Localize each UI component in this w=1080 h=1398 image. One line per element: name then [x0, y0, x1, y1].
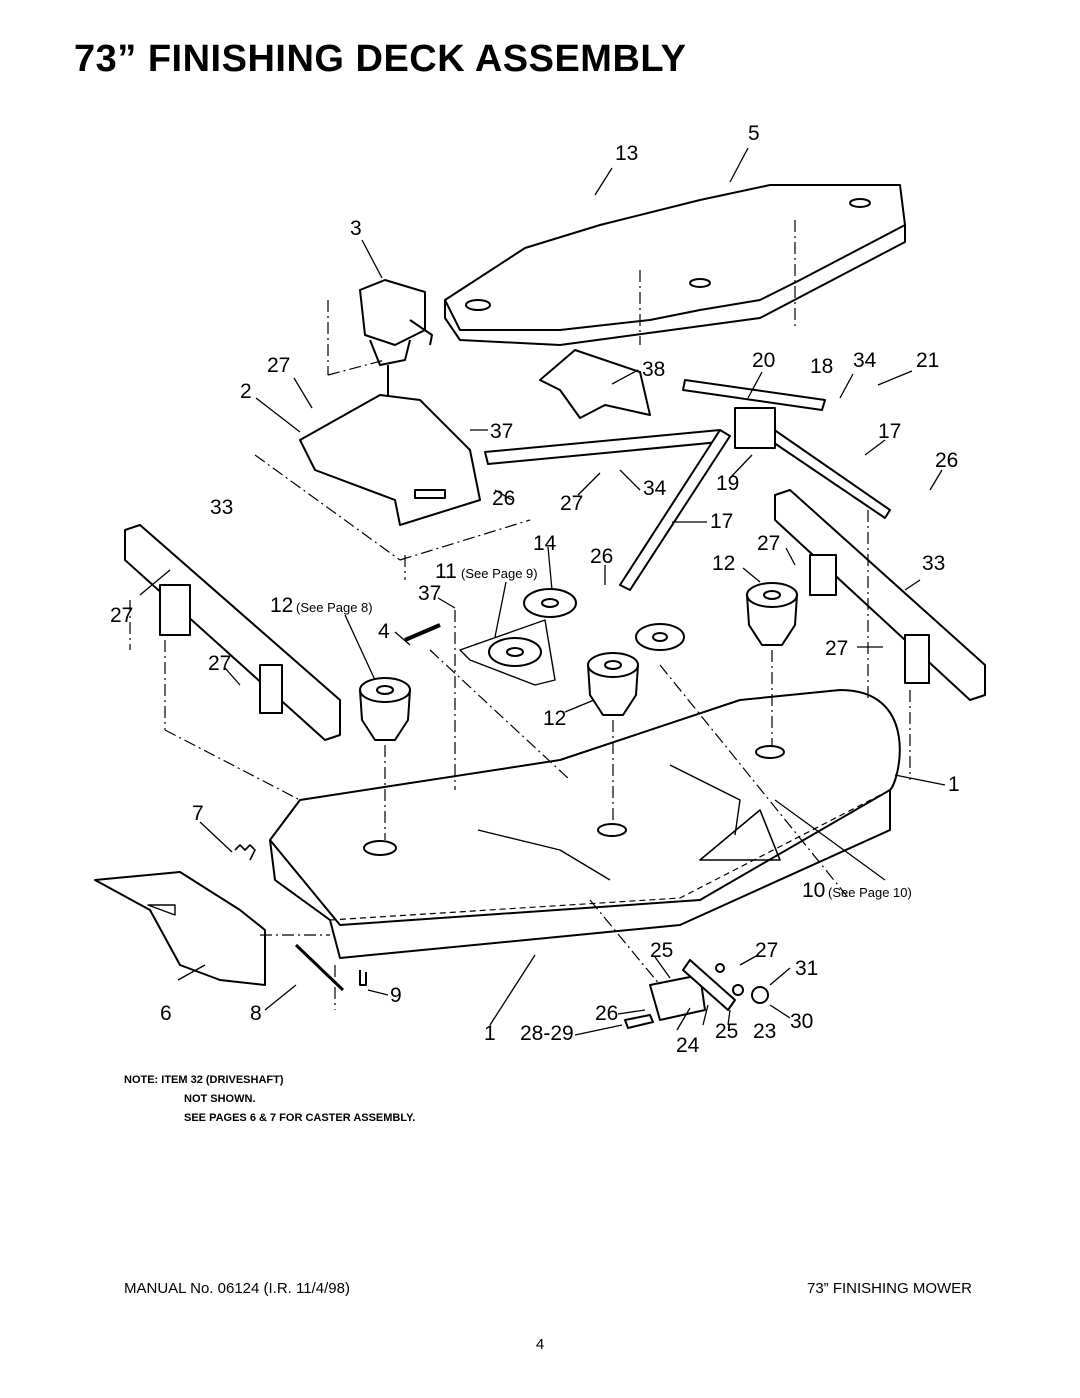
callout-25-a: 25 — [650, 939, 673, 962]
callout-26-c: 26 — [590, 545, 613, 568]
gearbox — [359, 279, 433, 400]
spindle-center — [587, 652, 639, 716]
callout-37-b: 37 — [418, 582, 441, 605]
callout-26-a: 26 — [935, 449, 958, 472]
callout-27-b: 27 — [560, 492, 583, 515]
callout-4: 4 — [378, 620, 390, 643]
callout-2: 2 — [240, 380, 252, 403]
callout-34-b: 34 — [643, 477, 667, 500]
hairpin — [359, 970, 367, 986]
exploded-diagram: 13 5 3 27 2 38 20 18 34 21 37 17 26 19 2… — [94, 122, 986, 1057]
page-number: 4 — [535, 1336, 545, 1353]
gearbox-bracket — [299, 394, 481, 526]
callout-33-a: 33 — [210, 496, 233, 519]
side-bracket-left — [124, 524, 341, 741]
note-line-2: NOT SHOWN. — [184, 1093, 256, 1105]
callout-17-a: 17 — [878, 420, 901, 443]
callout-6: 6 — [160, 1002, 172, 1025]
callout-20: 20 — [752, 349, 775, 372]
callout-33-b: 33 — [922, 552, 945, 575]
callout-23: 23 — [753, 1020, 776, 1043]
caster-hardware — [624, 959, 769, 1029]
callout-28-29: 28-29 — [520, 1022, 574, 1045]
callout-1-b: 1 — [484, 1022, 496, 1045]
callout-11: 11 — [435, 560, 457, 583]
callout-12-c: 12 — [543, 707, 566, 730]
callout-12-a-ref: (See Page 8) — [296, 600, 373, 615]
manual-number: MANUAL No. 06124 (I.R. 11/4/98) — [124, 1280, 350, 1297]
alignment-lines — [129, 220, 911, 1010]
callout-26-d: 26 — [595, 1002, 618, 1025]
note-line-3: SEE PAGES 6 & 7 FOR CASTER ASSEMBLY. — [184, 1112, 416, 1124]
callout-30: 30 — [790, 1010, 813, 1033]
callout-19: 19 — [716, 472, 739, 495]
callout-14: 14 — [533, 532, 557, 555]
callout-27-d: 27 — [110, 604, 133, 627]
callout-1-a: 1 — [948, 773, 960, 796]
belt-cover — [444, 184, 906, 346]
callout-5: 5 — [748, 122, 760, 145]
side-bracket-right — [774, 489, 986, 701]
callout-8: 8 — [250, 1002, 262, 1025]
callout-18: 18 — [810, 355, 833, 378]
callout-10-ref: (See Page 10) — [828, 885, 912, 900]
spindle-left — [359, 677, 411, 741]
callout-27-g: 27 — [755, 939, 778, 962]
callout-27-c: 27 — [757, 532, 780, 555]
callout-38: 38 — [642, 358, 665, 381]
callout-12-a: 12 — [270, 594, 293, 617]
callout-12-b: 12 — [712, 552, 735, 575]
callout-27-e: 27 — [825, 637, 848, 660]
callout-3: 3 — [350, 217, 362, 240]
callout-34-a: 34 — [853, 349, 877, 372]
callout-7: 7 — [192, 802, 204, 825]
leader-lines — [139, 147, 946, 1036]
callout-27-a: 27 — [267, 354, 290, 377]
callout-37-a: 37 — [490, 420, 513, 443]
idler-arms — [484, 379, 891, 591]
callout-9: 9 — [390, 984, 402, 1007]
callout-11-ref: (See Page 9) — [461, 566, 538, 581]
spring — [234, 844, 256, 861]
callout-24: 24 — [676, 1034, 700, 1057]
callout-21: 21 — [916, 349, 939, 372]
callout-17-b: 17 — [710, 510, 733, 533]
callout-25-b: 25 — [715, 1020, 738, 1043]
note-line-1: NOTE: ITEM 32 (DRIVESHAFT) — [124, 1074, 284, 1086]
discharge-chute — [94, 871, 266, 986]
pulleys — [404, 588, 685, 686]
hinge-rod — [294, 943, 345, 992]
callout-13: 13 — [615, 142, 638, 165]
callout-26-b: 26 — [492, 487, 515, 510]
model-name: 73” FINISHING MOWER — [806, 1280, 972, 1297]
deck-shell — [269, 689, 901, 959]
belt-guard — [539, 349, 651, 419]
callouts: 13 5 3 27 2 38 20 18 34 21 37 17 26 19 2… — [110, 122, 960, 1057]
callout-27-f: 27 — [208, 652, 231, 675]
callout-10: 10 — [802, 879, 825, 902]
diagram-note: NOTE: ITEM 32 (DRIVESHAFT) NOT SHOWN. SE… — [124, 1071, 415, 1128]
page-title: 73” FINISHING DECK ASSEMBLY — [74, 38, 687, 80]
callout-31: 31 — [795, 957, 818, 980]
spindle-right — [746, 582, 798, 646]
